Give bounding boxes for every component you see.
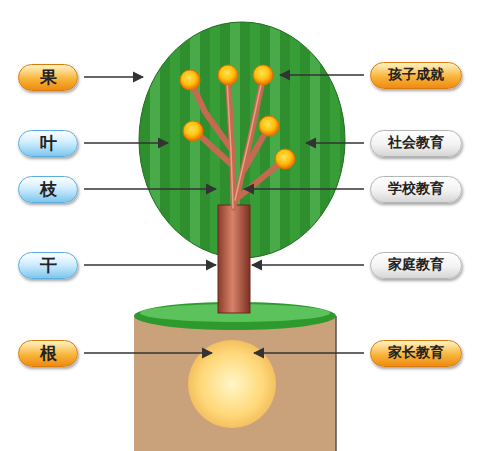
school-tag: 学校教育	[370, 176, 462, 203]
soil	[134, 316, 336, 451]
tag-label: 学校教育	[388, 180, 444, 198]
tag-label: 家庭教育	[388, 256, 444, 274]
tag-label: 社会教育	[388, 134, 444, 152]
achievement-tag: 孩子成就	[370, 62, 462, 89]
branch-tag: 枝	[18, 176, 78, 203]
root-tag: 根	[18, 340, 78, 367]
fruit-tag: 果	[18, 64, 78, 91]
tag-label: 干	[40, 254, 57, 277]
leader-arrows	[84, 75, 364, 353]
trunk-tag: 干	[18, 252, 78, 279]
tag-label: 家长教育	[388, 344, 444, 362]
soil-edge	[335, 316, 337, 451]
leaf-tag: 叶	[18, 130, 78, 157]
fruits	[180, 65, 295, 169]
parent-tag: 家长教育	[370, 340, 462, 367]
society-tag: 社会教育	[370, 130, 462, 157]
tag-label: 根	[40, 342, 57, 365]
tag-label: 果	[40, 66, 57, 89]
tag-label: 枝	[40, 178, 57, 201]
tag-label: 孩子成就	[388, 66, 444, 84]
tag-label: 叶	[40, 132, 57, 155]
family-tag: 家庭教育	[370, 252, 462, 279]
trunk	[218, 205, 250, 313]
